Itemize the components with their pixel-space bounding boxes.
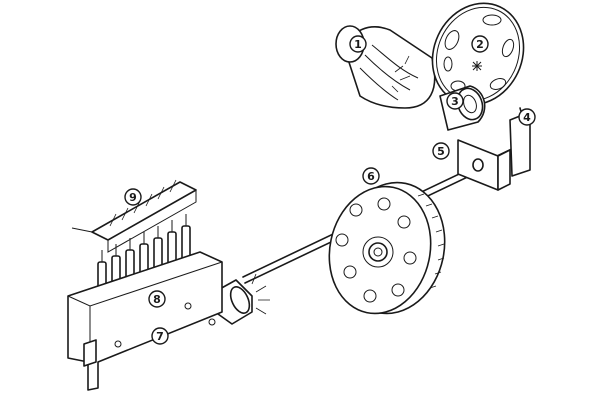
- callout-1: 1: [349, 35, 367, 53]
- encoder-wheel: [328, 181, 446, 315]
- base-block: [67, 251, 223, 391]
- callout-5-label: 5: [437, 145, 445, 158]
- light-emitter: [217, 273, 270, 325]
- callout-5: 5: [432, 142, 450, 160]
- callout-6: 6: [362, 167, 380, 185]
- callout-4-label: 4: [523, 111, 531, 124]
- callout-1-label: 1: [354, 38, 362, 51]
- chopper-disc: [431, 2, 525, 106]
- callout-6-label: 6: [367, 170, 375, 183]
- callout-3-label: 3: [451, 95, 459, 108]
- callout-9-label: 9: [129, 191, 137, 204]
- comb-rack: [71, 179, 197, 253]
- callout-3: 3: [446, 92, 464, 110]
- callout-7: 7: [151, 327, 169, 345]
- callout-2-label: 2: [476, 38, 484, 51]
- callout-4: 4: [518, 108, 536, 126]
- callout-9: 9: [124, 188, 142, 206]
- callout-8: 8: [148, 290, 166, 308]
- lamp: [335, 25, 436, 109]
- callout-7-label: 7: [156, 330, 164, 343]
- callout-8-label: 8: [153, 293, 161, 306]
- bearing-plate: [457, 139, 511, 191]
- callout-2: 2: [471, 35, 489, 53]
